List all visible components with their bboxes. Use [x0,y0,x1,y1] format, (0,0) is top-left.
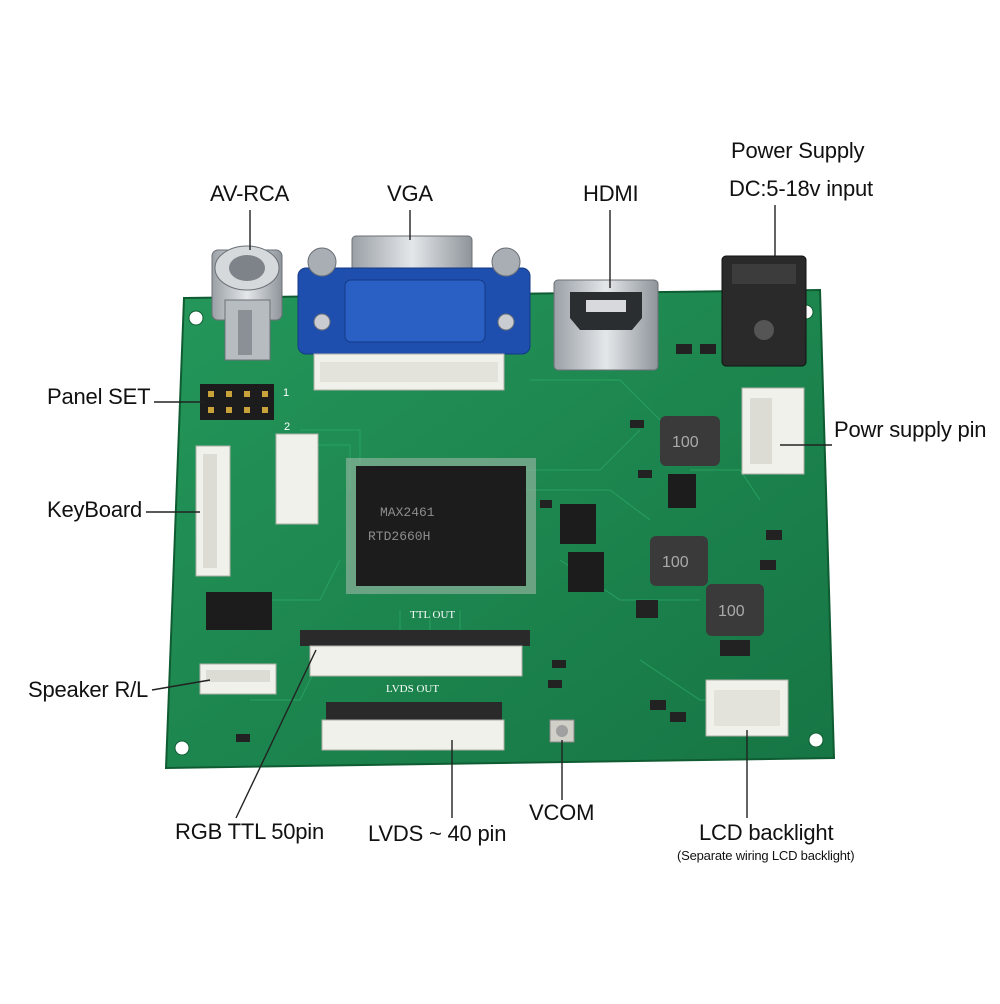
label-lcd-backlight: LCD backlight [699,820,834,845]
av-rca-connector [211,245,283,361]
lcd-backlight-connector [705,679,789,737]
speaker-connector [199,663,277,695]
vga-pin-header [313,353,505,391]
inductor-label: 100 [718,603,745,620]
label-keyboard: KeyBoard [47,497,143,522]
keyboard-connector [195,445,231,577]
smd-passives [236,344,782,742]
lvds-connector [321,702,505,751]
label-vga: VGA [387,181,433,206]
mounting-hole [808,732,824,748]
smd-ic [206,592,272,630]
chip-marking-2: MAX2461 [380,505,435,520]
hdmi-connector [553,279,659,371]
pin-label-2: 2 [284,421,290,433]
label-dc-input: DC:5-18v input [729,176,873,201]
rgb-ttl-connector [300,630,530,677]
label-hdmi: HDMI [583,181,639,206]
pin-label-1: 1 [283,387,289,399]
label-powr-supply-pin: Powr supply pin [834,417,987,442]
inductor: 100 [650,536,708,586]
inductor: 100 [706,584,764,636]
smd-ic [560,504,596,544]
inductor: 100 [660,416,720,466]
vga-connector [297,235,531,355]
leader-lines [146,205,832,819]
dc-power-jack [721,255,807,367]
label-panel-set: Panel SET [47,384,151,409]
power-supply-pin-header [741,387,805,475]
inductor-label: 100 [662,554,689,571]
ttl-out-silkscreen: TTL OUT [410,609,455,621]
label-vcom: VCOM [529,800,595,825]
label-av-rca: AV-RCA [210,181,290,206]
label-lvds: LVDS ~ 40 pin [368,821,507,846]
smd-ic [668,474,696,508]
vcom-potentiometer [549,719,575,743]
main-controller-chip: RTD2660H MAX2461 [346,458,536,594]
label-speaker: Speaker R/L [28,677,149,702]
panel-set-jumper [200,384,274,420]
aux-pin-header [275,433,319,525]
mounting-hole [188,310,204,326]
chip-marking-1: RTD2660H [368,529,430,544]
label-rgb-ttl: RGB TTL 50pin [175,819,325,844]
mounting-hole [174,740,190,756]
lvds-out-silkscreen: LVDS OUT [386,683,439,695]
label-power-supply: Power Supply [731,138,865,163]
smd-ic [568,552,604,592]
label-lcd-backlight-note: (Separate wiring LCD backlight) [677,848,855,863]
inductor-label: 100 [672,434,699,451]
